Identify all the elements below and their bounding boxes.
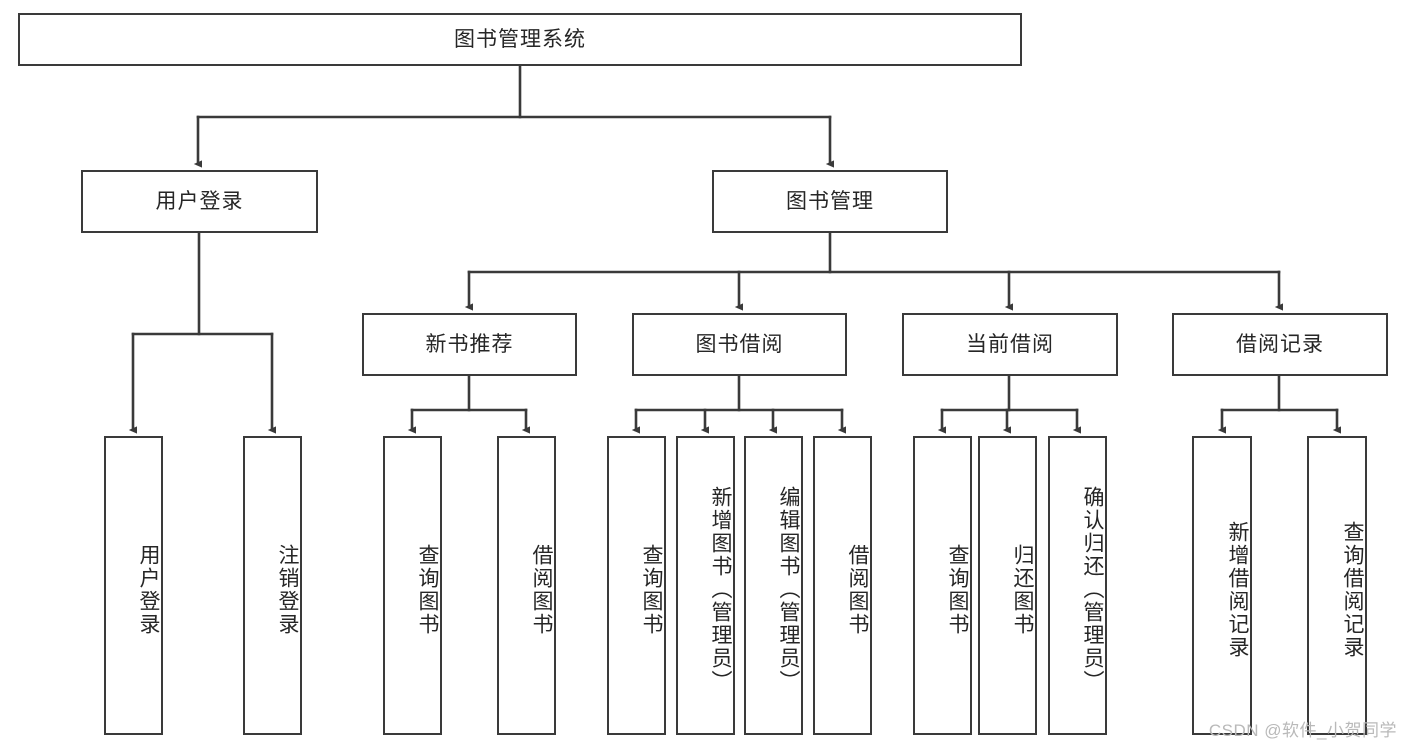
leaf-bb-edit-book-admin[interactable]: 编辑图书（管理员） (744, 436, 803, 735)
node-root[interactable]: 图书管理系统 (18, 13, 1022, 66)
leaf-bb-query-book[interactable]: 查询图书 (607, 436, 666, 735)
leaf-cb-confirm-return-admin[interactable]: 确认归还（管理员） (1048, 436, 1107, 735)
leaf-nb-query-book[interactable]: 查询图书 (383, 436, 442, 735)
node-book-borrow[interactable]: 图书借阅 (632, 313, 847, 376)
node-borrow-record[interactable]: 借阅记录 (1172, 313, 1388, 376)
leaf-nb-borrow-book[interactable]: 借阅图书 (497, 436, 556, 735)
leaf-bb-borrow-book[interactable]: 借阅图书 (813, 436, 872, 735)
leaf-cb-query-book[interactable]: 查询图书 (913, 436, 972, 735)
leaf-br-add-record[interactable]: 新增借阅记录 (1192, 436, 1252, 735)
node-current-borrow[interactable]: 当前借阅 (902, 313, 1118, 376)
leaf-bb-add-book-admin[interactable]: 新增图书（管理员） (676, 436, 735, 735)
node-new-book-recommend[interactable]: 新书推荐 (362, 313, 577, 376)
leaf-user-login[interactable]: 用户登录 (104, 436, 163, 735)
leaf-logout[interactable]: 注销登录 (243, 436, 302, 735)
watermark-text: CSDN @软件_小贺同学 (1208, 721, 1397, 740)
node-book-management[interactable]: 图书管理 (712, 170, 948, 233)
node-user-login[interactable]: 用户登录 (81, 170, 318, 233)
leaf-br-query-record[interactable]: 查询借阅记录 (1307, 436, 1367, 735)
leaf-cb-return-book[interactable]: 归还图书 (978, 436, 1037, 735)
